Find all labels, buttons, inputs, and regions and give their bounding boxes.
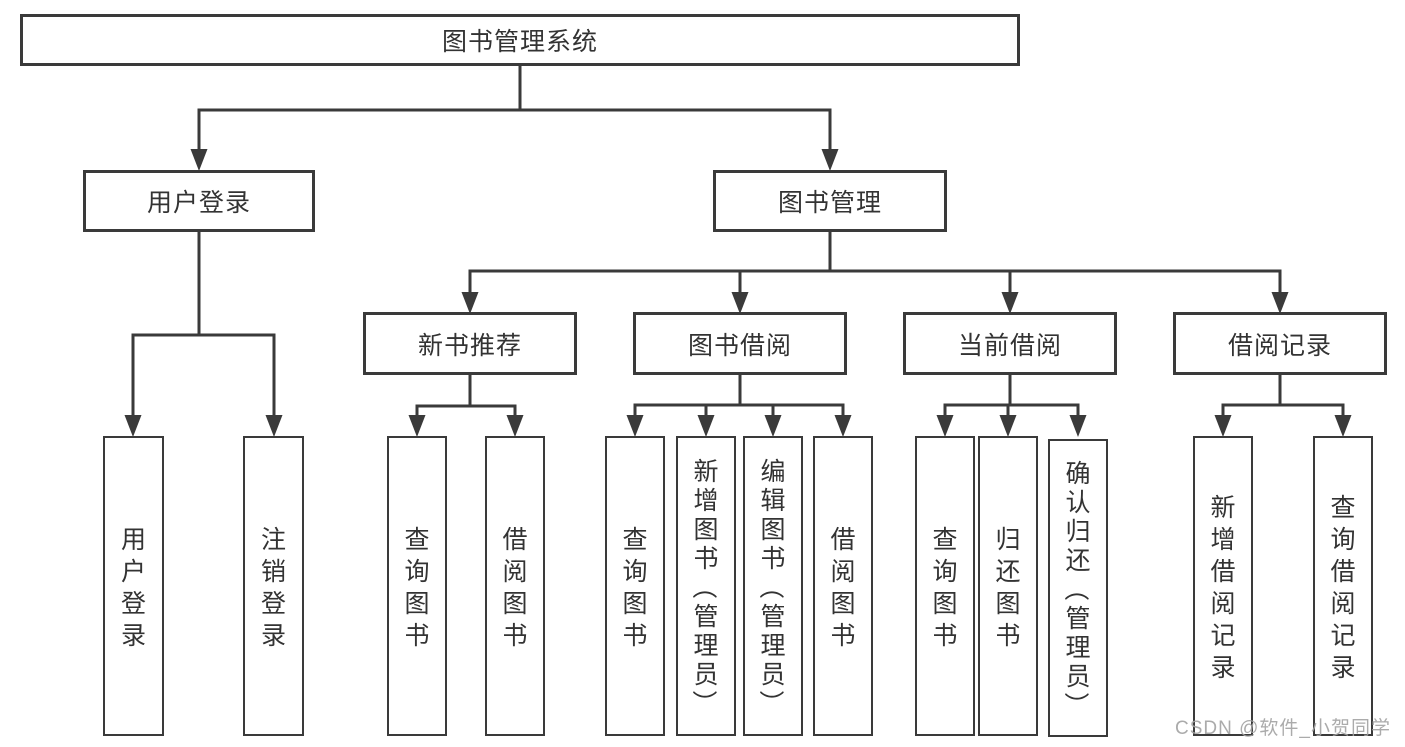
node-user-login: 用户登录 <box>83 170 315 232</box>
leaf-nbr-query-books: 查询图书 <box>387 436 447 736</box>
leaf-cb-return-books: 归还图书 <box>978 436 1038 736</box>
leaf-bb-query-books: 查询图书 <box>605 436 665 736</box>
leaf-br-query-record: 查询借阅记录 <box>1313 436 1373 736</box>
node-borrow-record: 借阅记录 <box>1173 312 1387 375</box>
leaf-bb-edit-books-admin: 编辑图书（管理员） <box>743 436 803 736</box>
leaf-br-add-record: 新增借阅记录 <box>1193 436 1253 736</box>
node-book-borrow: 图书借阅 <box>633 312 847 375</box>
leaf-bb-add-books-admin: 新增图书（管理员） <box>676 436 736 736</box>
leaf-nbr-borrow-books: 借阅图书 <box>485 436 545 736</box>
leaf-cb-confirm-return-admin: 确认归还（管理员） <box>1048 439 1108 737</box>
leaf-logout: 注销登录 <box>243 436 304 736</box>
csdn-watermark: CSDN @软件_小贺同学 <box>1175 718 1391 739</box>
node-current-borrow: 当前借阅 <box>903 312 1117 375</box>
leaf-cb-query-books: 查询图书 <box>915 436 975 736</box>
node-root-system: 图书管理系统 <box>20 14 1020 66</box>
leaf-bb-borrow-books: 借阅图书 <box>813 436 873 736</box>
node-new-book-recommend: 新书推荐 <box>363 312 577 375</box>
node-book-management: 图书管理 <box>713 170 947 232</box>
leaf-user-login: 用户登录 <box>103 436 164 736</box>
